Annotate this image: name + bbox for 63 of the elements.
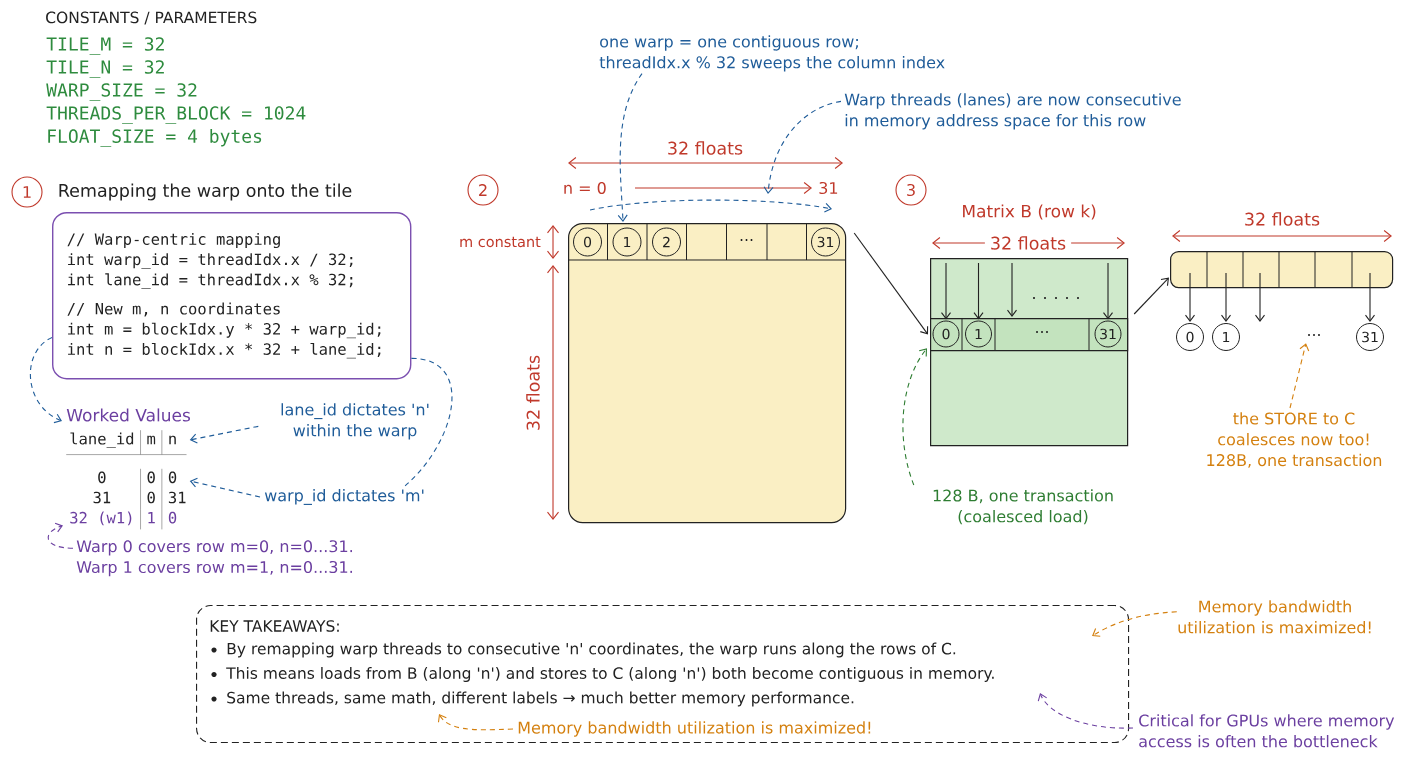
step-heading: Remapping the warp onto the tile <box>59 183 352 201</box>
callout-note: 128 B, one transaction (coalesced load) <box>933 489 1113 525</box>
takeaways-panel <box>196 605 1130 744</box>
arrow <box>902 348 927 486</box>
dimension-label: 32 floats <box>1245 212 1320 226</box>
dimension-label: m constant <box>460 236 541 248</box>
arrow <box>1006 262 1018 317</box>
callout-note: Memory bandwidth utilization is maximized! <box>518 721 871 737</box>
arrow <box>1092 611 1178 637</box>
callout-note: the STORE to C coalesces now too! 128B, one transaction <box>1207 412 1382 468</box>
arrow <box>617 73 643 222</box>
bullet-text: Same threads, same math, different labels → much better memory performance. <box>227 691 854 707</box>
arrow <box>29 336 62 424</box>
arrow <box>853 232 929 335</box>
dimension-label: 32 floats <box>526 355 540 430</box>
constant-definition: WARP_SIZE = 32 <box>46 83 197 101</box>
callout-note: Memory bandwidth utilization is maximized! <box>1178 600 1371 634</box>
section-heading: CONSTANTS / PARAMETERS <box>46 11 257 25</box>
step-number: 2 <box>467 174 499 206</box>
leader-line <box>404 357 453 487</box>
matrix-heading: Matrix B (row k) <box>963 204 1096 220</box>
dimension-label: 32 floats <box>668 141 743 155</box>
constant-definition: TILE_N = 32 <box>46 60 164 78</box>
code-block: // Warp-centric mapping int warp_id = threadIdx.x / 32; int lane_id = threadIdx.x % 32; // New m, n coordinates int m = blockIdx.y * 32 + warp_id; int n = blockIdx.x * 32 + lane_id; <box>52 212 412 380</box>
callout-note: warp_id dictates 'm' <box>264 489 424 505</box>
arrow <box>973 262 984 320</box>
arrow <box>47 522 74 549</box>
arrow <box>1364 272 1376 322</box>
step-number: 1 <box>11 176 43 208</box>
arrow <box>1254 272 1266 322</box>
arrow <box>940 262 952 320</box>
table-heading: Worked Values <box>66 408 191 422</box>
callout-note: Critical for GPUs where memory access is often the bottleneck <box>1139 714 1395 748</box>
arrow <box>1184 272 1196 322</box>
index-label: n = 0 <box>564 181 606 195</box>
bullet-text: This means loads from B (along 'n') and stores to C (along 'n') both become contiguous in memory. <box>226 667 994 682</box>
ellipsis: … <box>1308 334 1320 336</box>
constant-definition: TILE_M = 32 <box>46 37 164 55</box>
arrow <box>763 100 842 194</box>
callout-note: Warp threads (lanes) are now consecutive in memory address space for this row <box>844 93 1181 130</box>
arrow <box>1102 262 1114 320</box>
value-table: lane_id m n 0 0 0 31 0 31 32 (w1) 1 0 <box>66 430 187 530</box>
arrow <box>1037 693 1134 729</box>
callout-note: Warp 0 covers row m=0, n=0...31. Warp 1 covers row m=1, n=0...31. <box>76 540 353 577</box>
constant-definition: THREADS_PER_BLOCK = 1024 <box>46 106 306 124</box>
output-row <box>1170 250 1394 289</box>
callout-note: lane_id dictates 'n' within the warp <box>281 403 429 440</box>
ellipsis: … <box>740 239 753 241</box>
arrow <box>189 425 259 444</box>
bullet-text: By remapping warp threads to consecutive 'n' coordinates, the warp runs along the rows of C. <box>227 642 956 658</box>
constant-definition: FLOAT_SIZE = 4 bytes <box>48 129 262 147</box>
arrow <box>1220 272 1232 322</box>
dimension-label: 32 floats <box>984 234 1072 252</box>
ellipsis: … <box>1036 331 1048 333</box>
arrow <box>437 714 514 731</box>
arrow <box>189 477 261 498</box>
index-label: 31 <box>819 181 838 195</box>
arrow <box>1289 343 1310 409</box>
callout-note: one warp = one contiguous row; threadIdx.x % 32 sweeps the column index <box>599 35 945 72</box>
panel-heading: KEY TAKEAWAYS: <box>210 620 339 632</box>
arrow <box>1133 277 1169 315</box>
step-number: 3 <box>895 174 927 206</box>
matrix-tile <box>567 222 847 524</box>
